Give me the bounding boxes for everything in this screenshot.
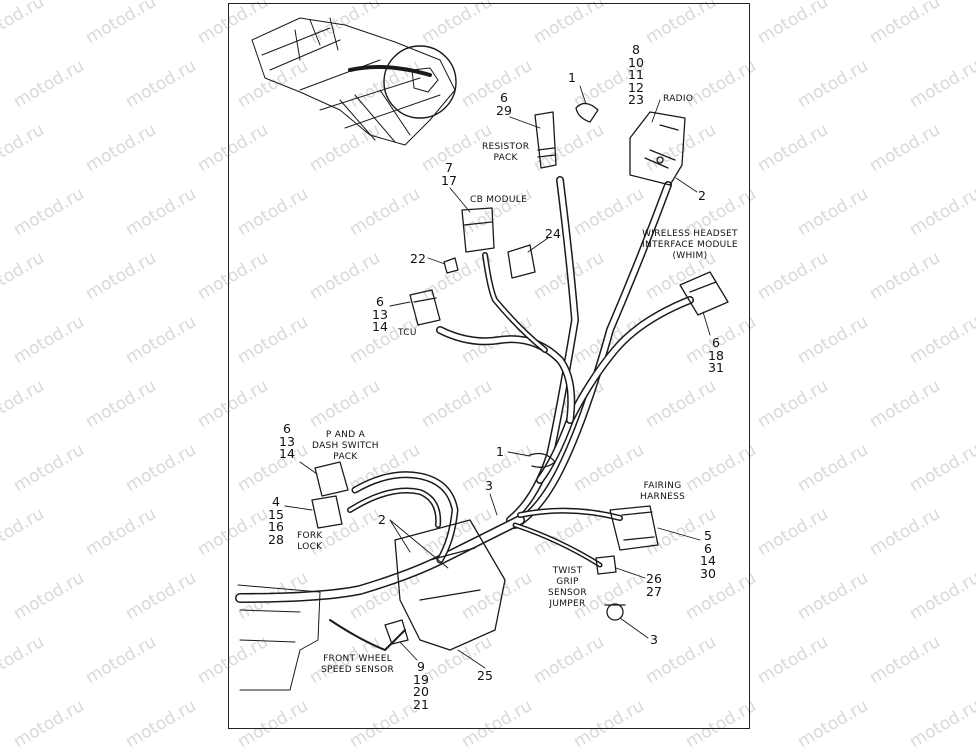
relay-24-shape [507,244,536,279]
wiring-drawing [235,17,729,691]
diagram-frame [228,3,750,729]
pa-connector-shape [314,461,349,497]
callout-22: 22 [410,251,426,266]
speed-sensor-shape [384,619,409,645]
callout-1-top: 1 [568,70,576,85]
cb-module-label: CB MODULE [470,195,528,205]
twist-grip-connector-shape [595,555,617,575]
callout-3-mid: 3 [485,478,493,493]
bulb-22-shape [443,257,459,274]
tcu-connector-shape [409,289,441,326]
fork-connector-shape [311,495,343,529]
main-harness [235,176,694,651]
callout-2-radio: 2 [698,188,706,203]
mount-bracket-25 [394,519,506,651]
callout-3-low: 3 [650,632,658,647]
radio-shape [629,111,686,186]
callout-24: 24 [545,226,561,241]
resistor-pack-shape [534,111,557,169]
radio-label: RADIO [663,94,694,104]
whim-connector-shape [679,271,729,316]
callout-1-mid: 1 [496,444,504,459]
lower-frame-part [237,584,321,691]
clamp-shape [604,603,626,621]
leader-lines [284,85,711,669]
frame-overview-inset [251,17,457,146]
cable-strap-1 [529,452,556,468]
tcu-label: TCU [398,328,417,338]
callout-2-low: 2 [378,512,386,527]
cb-module-shape [461,207,495,253]
plug-top-shape [575,102,599,123]
callout-25: 25 [477,668,493,683]
fairing-connector-shape [609,505,659,551]
